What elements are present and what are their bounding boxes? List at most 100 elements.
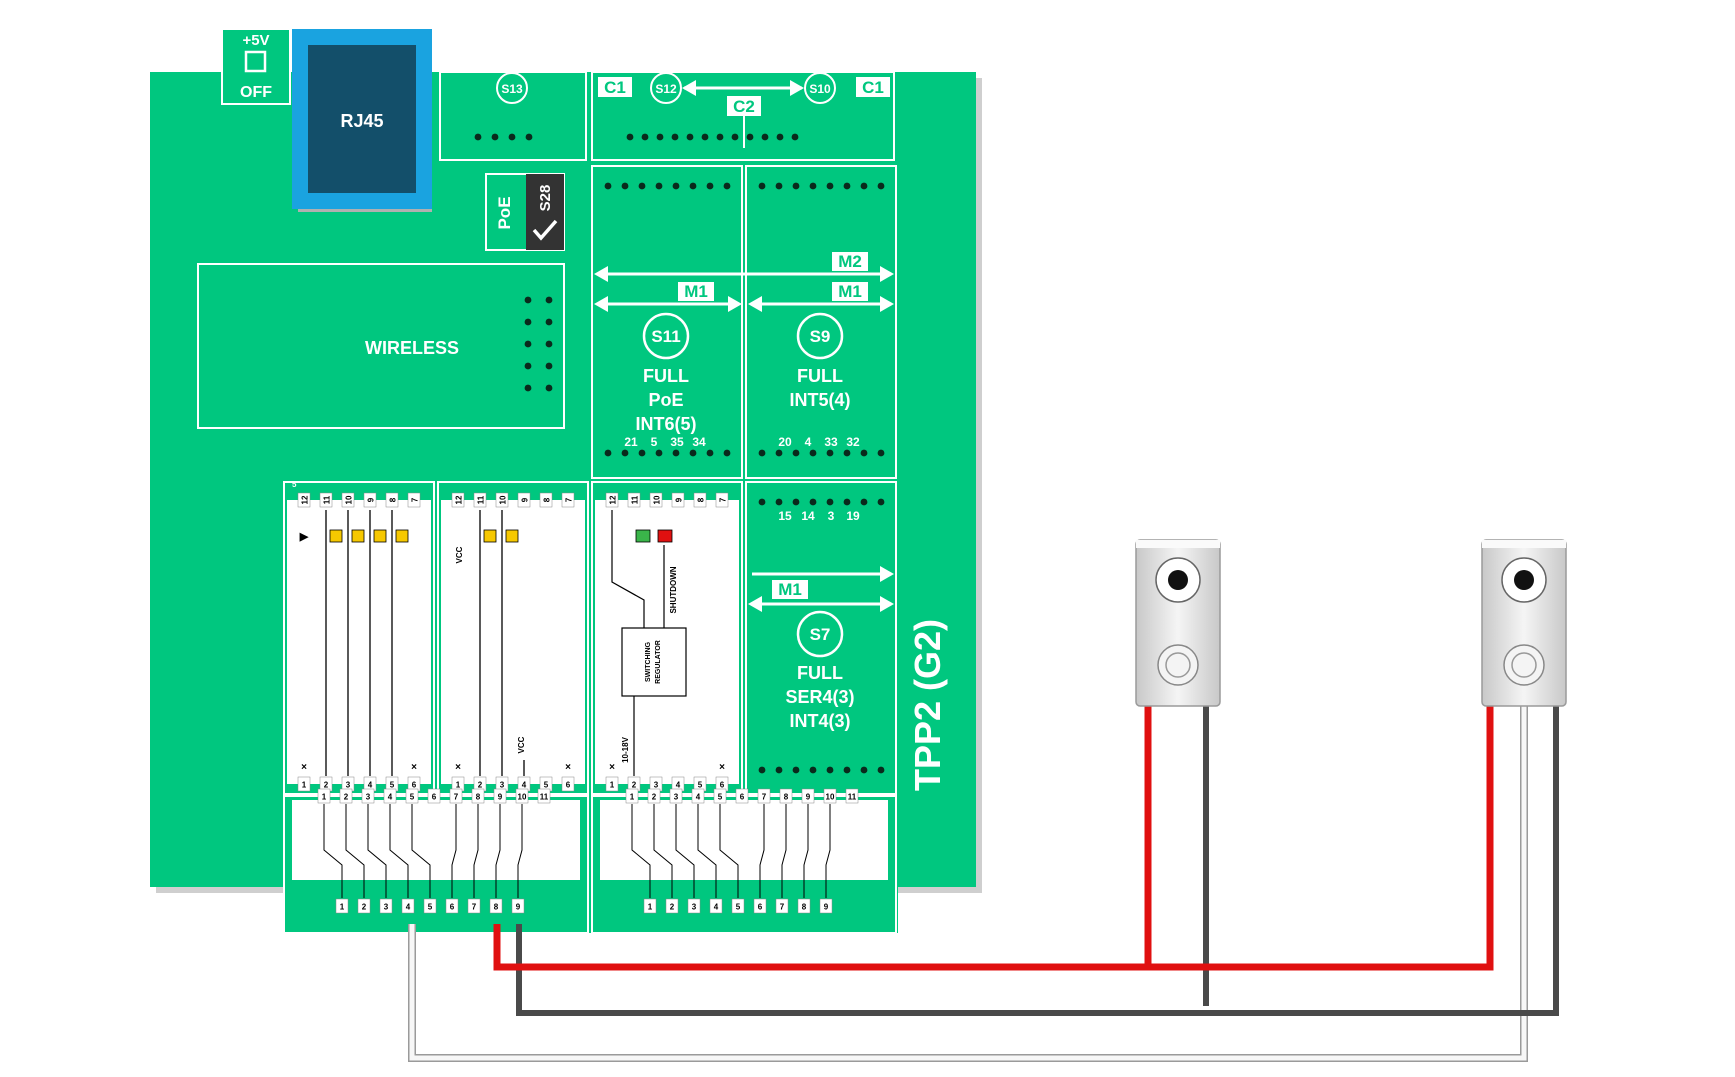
wireless-pin-dot — [524, 340, 532, 348]
poe-switch[interactable]: PoE S28 — [485, 173, 565, 251]
pin-number: 6 — [566, 781, 571, 790]
pin-number: 7 — [719, 497, 728, 502]
header-pin-dot — [746, 133, 754, 141]
poe-label: PoE — [495, 196, 514, 229]
pin-number: 5 — [718, 793, 723, 802]
led-yellow — [505, 529, 519, 543]
pin-number: 8 — [494, 903, 499, 912]
slot-pin-dot — [843, 449, 851, 457]
slot-pin-dot — [758, 766, 766, 774]
slot1-pin-d: 34 — [692, 435, 706, 449]
pin-number: 2 — [362, 903, 367, 912]
pin-number: 1 — [340, 903, 345, 912]
pin-number: 10 — [653, 495, 662, 504]
slot-pin-dot — [655, 182, 663, 190]
slot-pin-dot — [775, 498, 783, 506]
pin-number: 5 — [736, 903, 741, 912]
slot1-line3: INT6(5) — [635, 414, 696, 434]
no-connect-icon: × — [455, 762, 461, 773]
shutdown-label: SHUTDOWN — [669, 566, 678, 613]
slot2-pin-b: 4 — [805, 435, 812, 449]
pin-number: 4 — [676, 781, 681, 790]
slot-pin-dot — [792, 498, 800, 506]
s10-label: S10 — [809, 82, 831, 96]
pin-number: 5 — [544, 781, 549, 790]
slot-pin-dot — [758, 182, 766, 190]
power-label-top: +5V — [242, 32, 269, 49]
pin-number: 9 — [498, 793, 503, 802]
header-pin-dot — [686, 133, 694, 141]
screw-terminal-2 — [1481, 539, 1567, 707]
wire-hole-icon — [1165, 652, 1191, 678]
power-label-bottom: OFF — [240, 84, 272, 101]
slot1-line1: FULL — [643, 366, 689, 386]
pin-number: 11 — [848, 793, 857, 802]
no-connect-icon: × — [609, 762, 615, 773]
header-pin-dot — [491, 133, 499, 141]
pin-number: 8 — [802, 903, 807, 912]
pin-number: 11 — [631, 495, 640, 504]
led-green — [635, 529, 651, 543]
slot-pin-dot — [792, 766, 800, 774]
pin-number: 1 — [610, 781, 615, 790]
pin-number: 6 — [412, 781, 417, 790]
pin-number: 1 — [630, 793, 635, 802]
pin-number: 12 — [301, 495, 310, 504]
slot3-line1: FULL — [797, 663, 843, 683]
slot-pin-dot — [860, 766, 868, 774]
slot3-line2: SER4(3) — [785, 687, 854, 707]
slot-pin-dot — [877, 498, 885, 506]
pin-number: 7 — [762, 793, 767, 802]
m1-label-slot2: M1 — [838, 282, 862, 301]
pin-number: 6 — [432, 793, 437, 802]
slot3-pin-d: 19 — [846, 509, 860, 523]
red-wire — [493, 700, 1494, 971]
slot-pin-dot — [689, 182, 697, 190]
pin-number: 9 — [521, 497, 530, 502]
power-toggle-icon — [244, 50, 267, 73]
pin-number: 10 — [499, 495, 508, 504]
pin-number: 5 — [410, 793, 415, 802]
slot-s11: S11 FULL PoE INT6(5) 21 5 35 34 — [624, 312, 706, 449]
slot-pin-dot — [877, 766, 885, 774]
pin-number: 2 — [632, 781, 637, 790]
switching-regulator — [621, 627, 687, 697]
slot3-pin-c: 3 — [828, 509, 835, 523]
slot-s9: S9 FULL INT5(4) 20 4 33 32 — [778, 312, 860, 449]
wireless-pin-dot — [545, 318, 553, 326]
slot-pin-dot — [775, 182, 783, 190]
power-switch[interactable]: +5V OFF — [221, 28, 291, 105]
slot-pin-dot — [758, 498, 766, 506]
pin-number: 7 — [565, 497, 574, 502]
pin-number: 9 — [806, 793, 811, 802]
led-yellow — [373, 529, 387, 543]
pin-number: 3 — [346, 781, 351, 790]
c-header: C1 C1 S12 S10 C2 — [591, 71, 895, 161]
slot-pin-dot — [809, 449, 817, 457]
pin-number: 3 — [692, 903, 697, 912]
header-pin-dot — [791, 133, 799, 141]
pin-number: 3 — [654, 781, 659, 790]
slot-pin-dot — [843, 498, 851, 506]
wireless-pin-dot — [545, 340, 553, 348]
c1-right-label: C1 — [862, 78, 884, 97]
pin-number: 9 — [824, 903, 829, 912]
header-pin-dot — [641, 133, 649, 141]
pin-number: 10 — [826, 793, 835, 802]
pin-number: 6 — [758, 903, 763, 912]
pin-number: 9 — [367, 497, 376, 502]
pin-number: 7 — [411, 497, 420, 502]
slot3-pin-b: 14 — [801, 509, 815, 523]
slot-frames — [591, 165, 897, 795]
pin-number: 3 — [500, 781, 505, 790]
screw-terminal-1 — [1135, 539, 1221, 707]
regulator-label-2: REGULATOR — [655, 640, 662, 684]
pin-number: 3 — [366, 793, 371, 802]
pin-number: 7 — [780, 903, 785, 912]
header-pin-dot — [656, 133, 664, 141]
s13-label: S13 — [501, 82, 523, 96]
ref-5: 5 — [292, 480, 297, 489]
slot3-pin-a: 15 — [778, 509, 792, 523]
slot-pin-dot — [672, 182, 680, 190]
